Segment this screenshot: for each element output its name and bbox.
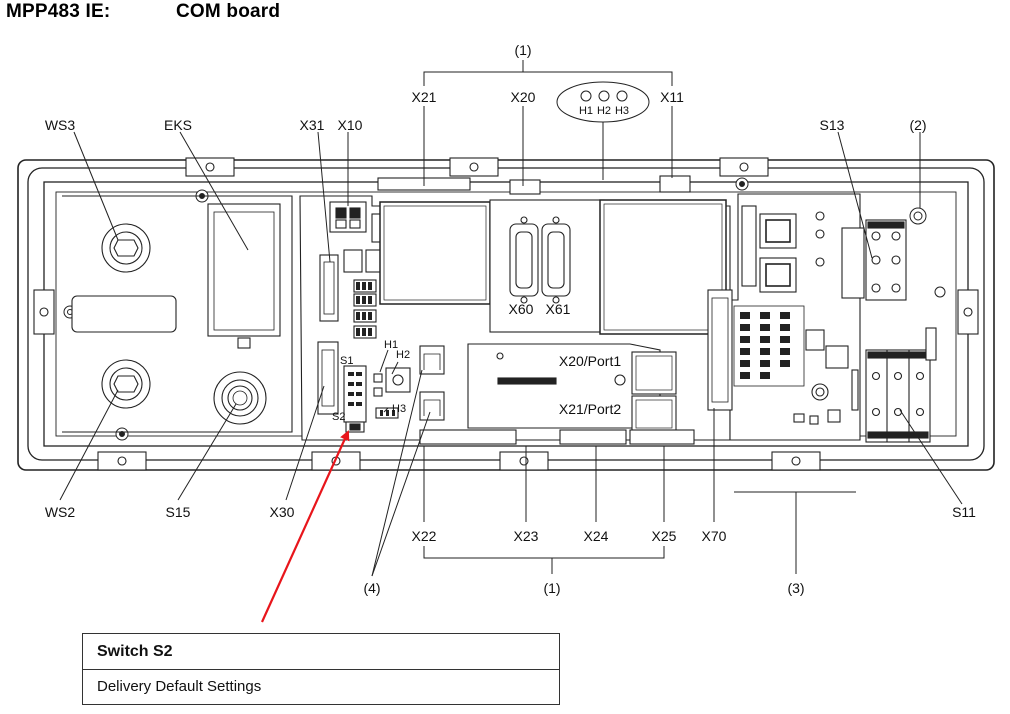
upper-shield: [377, 175, 727, 335]
label-ref2: (2): [909, 117, 926, 133]
label-x24: X24: [584, 528, 609, 544]
label-x11: X11: [660, 89, 684, 105]
callout-text: Delivery Default Settings: [97, 678, 262, 695]
label-h2: H2: [597, 105, 611, 117]
callout-title: Switch S2: [97, 643, 173, 660]
label-x22: X22: [412, 528, 437, 544]
diagram-labels: (1) X21 X20 X11 H1 H2 H3 WS3 EKS X31 X10…: [45, 42, 976, 596]
label-x21: X21: [412, 89, 437, 105]
label-board-h2: H2: [396, 349, 410, 361]
label-x61: X61: [546, 301, 571, 317]
label-board-h3: H3: [392, 403, 406, 415]
label-ws2: WS2: [45, 504, 76, 520]
right-board: [707, 193, 861, 441]
label-x21-port2: X21/Port2: [559, 401, 621, 417]
pointer-arrow: [260, 430, 350, 623]
label-x23: X23: [514, 528, 539, 544]
terminals: [841, 219, 937, 443]
label-s2: S2: [332, 411, 345, 423]
label-ref3: (3): [787, 580, 804, 596]
callout-divider: [83, 669, 559, 670]
port-module: [419, 343, 695, 445]
label-x70: X70: [702, 528, 727, 544]
chip-array: [356, 282, 372, 336]
label-s11: S11: [952, 504, 976, 520]
diagram-title: MPP483 IE: COM board: [6, 1, 280, 23]
label-h3: H3: [615, 105, 629, 117]
label-x20-port1: X20/Port1: [559, 353, 621, 369]
switch-callout: Switch S2 Delivery Default Settings: [82, 633, 560, 705]
label-eks: EKS: [164, 117, 192, 133]
label-x30: X30: [270, 504, 295, 520]
label-x10: X10: [338, 117, 363, 133]
mounting-clamps: [33, 157, 979, 471]
label-ref1-top: (1): [514, 42, 531, 58]
label-ref1-bottom: (1): [543, 580, 560, 596]
label-s15: S15: [166, 504, 191, 520]
label-ws3: WS3: [45, 117, 76, 133]
label-s1: S1: [340, 355, 353, 367]
leader-lines: [59, 60, 963, 577]
title-board: COM board: [176, 1, 281, 22]
label-board-h1: H1: [384, 339, 398, 351]
label-ref4: (4): [363, 580, 380, 596]
label-s13: S13: [820, 117, 845, 133]
label-x31: X31: [300, 117, 325, 133]
title-model: MPP483 IE:: [6, 1, 111, 22]
label-h1: H1: [579, 105, 593, 117]
label-x60: X60: [509, 301, 534, 317]
label-x25: X25: [652, 528, 677, 544]
left-compartment: [62, 195, 293, 433]
label-x20: X20: [511, 89, 536, 105]
